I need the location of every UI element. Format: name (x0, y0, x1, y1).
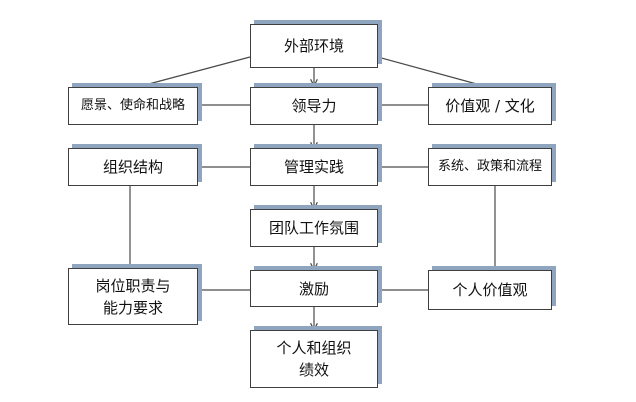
line-env-to-vision (129, 56, 251, 90)
node-performance-line2: 绩效 (298, 361, 329, 379)
node-management-practice: 管理实践 (250, 148, 378, 186)
node-external-environment-label: 外部环境 (283, 37, 344, 55)
node-motivation: 激励 (250, 270, 378, 307)
node-personal-values-label: 个人价值观 (452, 281, 528, 299)
node-external-environment: 外部环境 (250, 24, 378, 68)
node-job-requirements-line2: 能力要求 (102, 298, 163, 317)
node-org-structure: 组织结构 (68, 148, 198, 186)
node-systems-policies: 系统、政策和流程 (428, 148, 552, 186)
node-management-practice-label: 管理实践 (283, 158, 344, 176)
node-team-climate: 团队工作氛围 (250, 209, 378, 247)
node-vision-mission-strategy-label: 愿景、使命和战略 (80, 98, 185, 113)
node-job-requirements-line1: 岗位职责与 (95, 276, 171, 295)
node-values-culture-label: 价值观 / 文化 (445, 97, 535, 115)
node-performance: 个人和组织 绩效 (250, 330, 378, 388)
node-motivation-label: 激励 (298, 279, 329, 298)
node-org-structure-label: 组织结构 (102, 158, 163, 176)
node-values-culture: 价值观 / 文化 (428, 87, 552, 125)
node-job-requirements: 岗位职责与 能力要求 (68, 268, 198, 325)
node-vision-mission-strategy: 愿景、使命和战略 (68, 87, 198, 125)
line-env-to-values (377, 56, 496, 90)
node-systems-policies-label: 系统、政策和流程 (437, 159, 542, 174)
node-personal-values: 个人价值观 (428, 270, 552, 310)
node-leadership-label: 领导力 (291, 97, 337, 115)
node-team-climate-label: 团队工作氛围 (268, 219, 359, 237)
node-leadership: 领导力 (250, 87, 378, 125)
node-performance-line1: 个人和组织 (276, 339, 352, 357)
